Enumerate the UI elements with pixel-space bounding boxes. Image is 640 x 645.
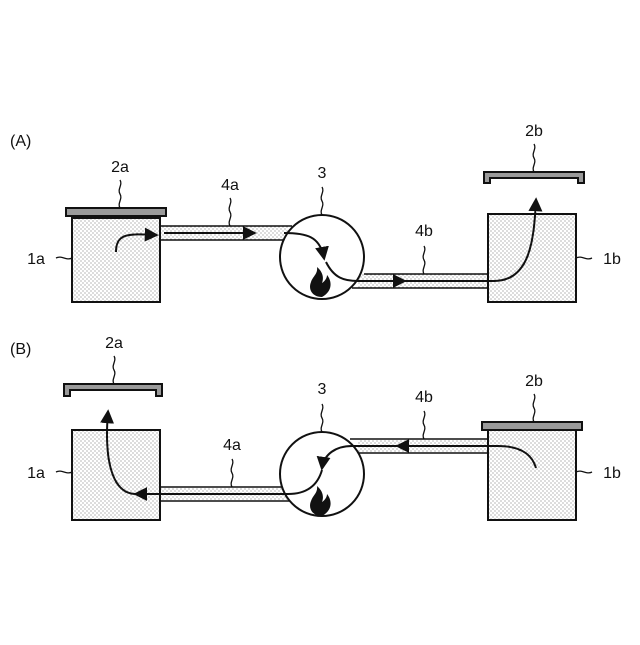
lid-2b-a	[484, 172, 584, 183]
label-4b-b: 4b	[415, 389, 433, 406]
leader-2b-b	[533, 394, 535, 422]
lid-2b-b	[482, 422, 582, 430]
label-3-a: 3	[318, 165, 327, 182]
label-1b-b: 1b	[603, 465, 621, 482]
leader-4b-a	[423, 246, 425, 274]
leader-3-b	[321, 404, 323, 432]
panel-a: (A) 2a 4a	[10, 123, 621, 302]
leader-1b-a	[576, 257, 592, 259]
panel-b-label: (B)	[10, 341, 31, 358]
lid-2a-b	[64, 384, 162, 396]
leader-1b-b	[576, 471, 592, 473]
label-3-b: 3	[318, 381, 327, 398]
panel-a-label: (A)	[10, 133, 31, 150]
leader-1a-a	[56, 257, 72, 259]
leader-3-a	[321, 187, 323, 215]
label-4a-a: 4a	[221, 177, 239, 194]
leader-2a-b	[113, 356, 115, 384]
label-2b-a: 2b	[525, 123, 543, 140]
tank-1b-a	[488, 214, 576, 302]
label-2b-b: 2b	[525, 373, 543, 390]
panel-b: (B) 2a 4a	[10, 335, 621, 520]
label-4b-a: 4b	[415, 223, 433, 240]
label-1b-a: 1b	[603, 251, 621, 268]
label-2a-a: 2a	[111, 159, 129, 176]
lid-2a-a	[66, 208, 166, 216]
label-1a-b: 1a	[27, 465, 45, 482]
leader-1a-b	[56, 471, 72, 473]
leader-4a-a	[229, 198, 231, 226]
label-2a-b: 2a	[105, 335, 123, 352]
leader-4b-b	[423, 411, 425, 439]
label-1a-a: 1a	[27, 251, 45, 268]
tank-1a-a	[72, 218, 160, 302]
tank-1a-b	[72, 430, 160, 520]
leader-2a-a	[119, 180, 121, 208]
leader-4a-b	[231, 459, 233, 487]
label-4a-b: 4a	[223, 437, 241, 454]
leader-2b-a	[533, 144, 535, 172]
tank-1b-b	[488, 430, 576, 520]
